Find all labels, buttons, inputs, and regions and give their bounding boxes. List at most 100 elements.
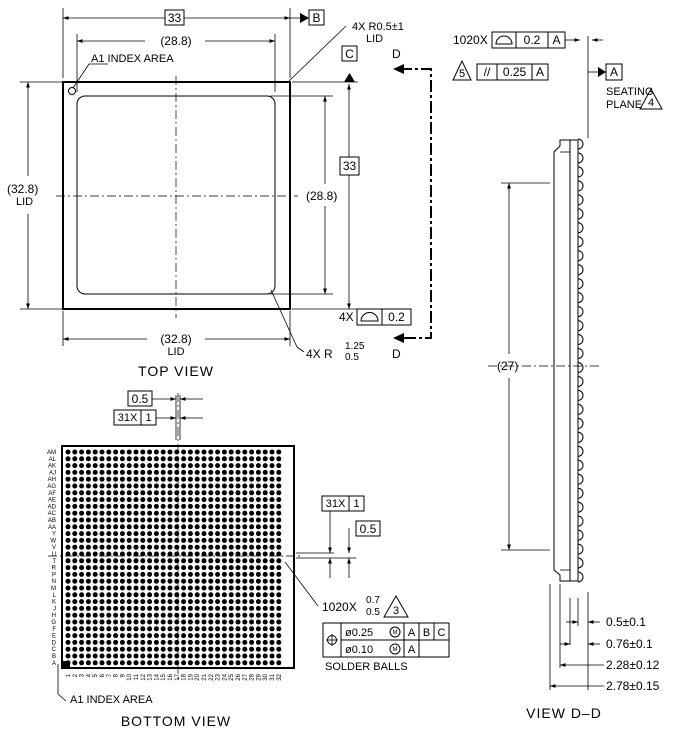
solder-ball bbox=[153, 639, 159, 645]
row-label: AB bbox=[48, 518, 56, 524]
solder-ball bbox=[181, 605, 187, 611]
solder-ball bbox=[221, 660, 227, 666]
solder-ball bbox=[147, 476, 153, 482]
solder-ball bbox=[262, 490, 268, 496]
solder-ball bbox=[242, 490, 248, 496]
solder-ball bbox=[221, 639, 227, 645]
solder-ball bbox=[147, 544, 153, 550]
solder-ball bbox=[85, 469, 91, 475]
solder-ball bbox=[160, 585, 166, 591]
solder-ball bbox=[65, 605, 71, 611]
solder-ball bbox=[167, 660, 173, 666]
solder-ball bbox=[174, 449, 180, 455]
solder-ball bbox=[194, 585, 200, 591]
solder-ball bbox=[194, 463, 200, 469]
solder-ball bbox=[221, 599, 227, 605]
solder-ball bbox=[99, 571, 105, 577]
solder-ball bbox=[160, 599, 166, 605]
solder-ball bbox=[187, 497, 193, 503]
solder-ball bbox=[187, 565, 193, 571]
solder-ball bbox=[79, 639, 85, 645]
solder-ball bbox=[276, 483, 282, 489]
solder-ball bbox=[235, 449, 241, 455]
solder-ball bbox=[160, 558, 166, 564]
solder-ball bbox=[153, 497, 159, 503]
solder-ball bbox=[194, 619, 200, 625]
solder-ball bbox=[113, 476, 119, 482]
solder-ball bbox=[153, 565, 159, 571]
solder-ball bbox=[269, 660, 275, 666]
solder-ball bbox=[235, 612, 241, 618]
solder-ball bbox=[72, 544, 78, 550]
solder-ball bbox=[133, 653, 139, 659]
solder-ball bbox=[92, 463, 98, 469]
solder-ball bbox=[221, 456, 227, 462]
solder-ball bbox=[255, 503, 261, 509]
solder-ball bbox=[208, 524, 214, 530]
solder-ball bbox=[113, 551, 119, 557]
solder-ball bbox=[99, 544, 105, 550]
solder-ball bbox=[106, 517, 112, 523]
solder-ball bbox=[72, 537, 78, 543]
solder-ball bbox=[269, 619, 275, 625]
solder-ball bbox=[215, 551, 221, 557]
seating-datum: A bbox=[610, 65, 618, 79]
solder-ball bbox=[79, 497, 85, 503]
solder-ball bbox=[181, 537, 187, 543]
solder-ball bbox=[65, 619, 71, 625]
solder-ball bbox=[228, 605, 234, 611]
column-label: 14 bbox=[154, 673, 160, 680]
solder-ball bbox=[242, 463, 248, 469]
solder-ball bbox=[72, 517, 78, 523]
solder-ball bbox=[276, 497, 282, 503]
solder-ball bbox=[167, 544, 173, 550]
solder-ball bbox=[113, 497, 119, 503]
solder-ball bbox=[160, 531, 166, 537]
row-label: AM bbox=[47, 450, 56, 456]
solder-ball bbox=[194, 510, 200, 516]
solder-ball bbox=[92, 449, 98, 455]
solder-ball bbox=[79, 524, 85, 530]
solder-ball bbox=[106, 571, 112, 577]
solder-ball bbox=[181, 544, 187, 550]
solder-ball bbox=[113, 633, 119, 639]
solder-ball bbox=[255, 537, 261, 543]
solder-ball bbox=[92, 565, 98, 571]
solder-ball bbox=[228, 476, 234, 482]
solder-ball bbox=[242, 571, 248, 577]
solder-ball bbox=[99, 639, 105, 645]
solder-ball bbox=[235, 456, 241, 462]
solder-ball bbox=[72, 449, 78, 455]
solder-ball bbox=[79, 537, 85, 543]
solder-ball bbox=[153, 558, 159, 564]
solder-ball bbox=[262, 578, 268, 584]
tol-datum-1a: A bbox=[408, 627, 416, 639]
solder-ball bbox=[174, 510, 180, 516]
solder-ball bbox=[147, 469, 153, 475]
solder-ball bbox=[221, 565, 227, 571]
solder-ball bbox=[255, 483, 261, 489]
solder-ball bbox=[140, 660, 146, 666]
section-ball bbox=[577, 403, 584, 415]
solder-ball bbox=[269, 646, 275, 652]
solder-ball bbox=[194, 476, 200, 482]
a1-index-mark bbox=[68, 87, 76, 95]
pitch-box-right: 0.5 bbox=[360, 522, 377, 536]
solder-ball bbox=[174, 626, 180, 632]
solder-ball bbox=[72, 483, 78, 489]
solder-ball bbox=[153, 483, 159, 489]
solder-ball bbox=[147, 619, 153, 625]
column-label: 2 bbox=[73, 673, 79, 677]
solder-ball bbox=[106, 544, 112, 550]
solder-ball bbox=[181, 463, 187, 469]
solder-ball bbox=[147, 531, 153, 537]
solder-ball bbox=[194, 531, 200, 537]
row-label: A bbox=[52, 661, 56, 667]
dim-ball-height: 0.5±0.1 bbox=[606, 615, 646, 629]
solder-ball bbox=[221, 497, 227, 503]
solder-ball bbox=[235, 524, 241, 530]
solder-ball bbox=[119, 449, 125, 455]
solder-ball bbox=[126, 605, 132, 611]
solder-ball bbox=[187, 531, 193, 537]
solder-ball bbox=[85, 612, 91, 618]
